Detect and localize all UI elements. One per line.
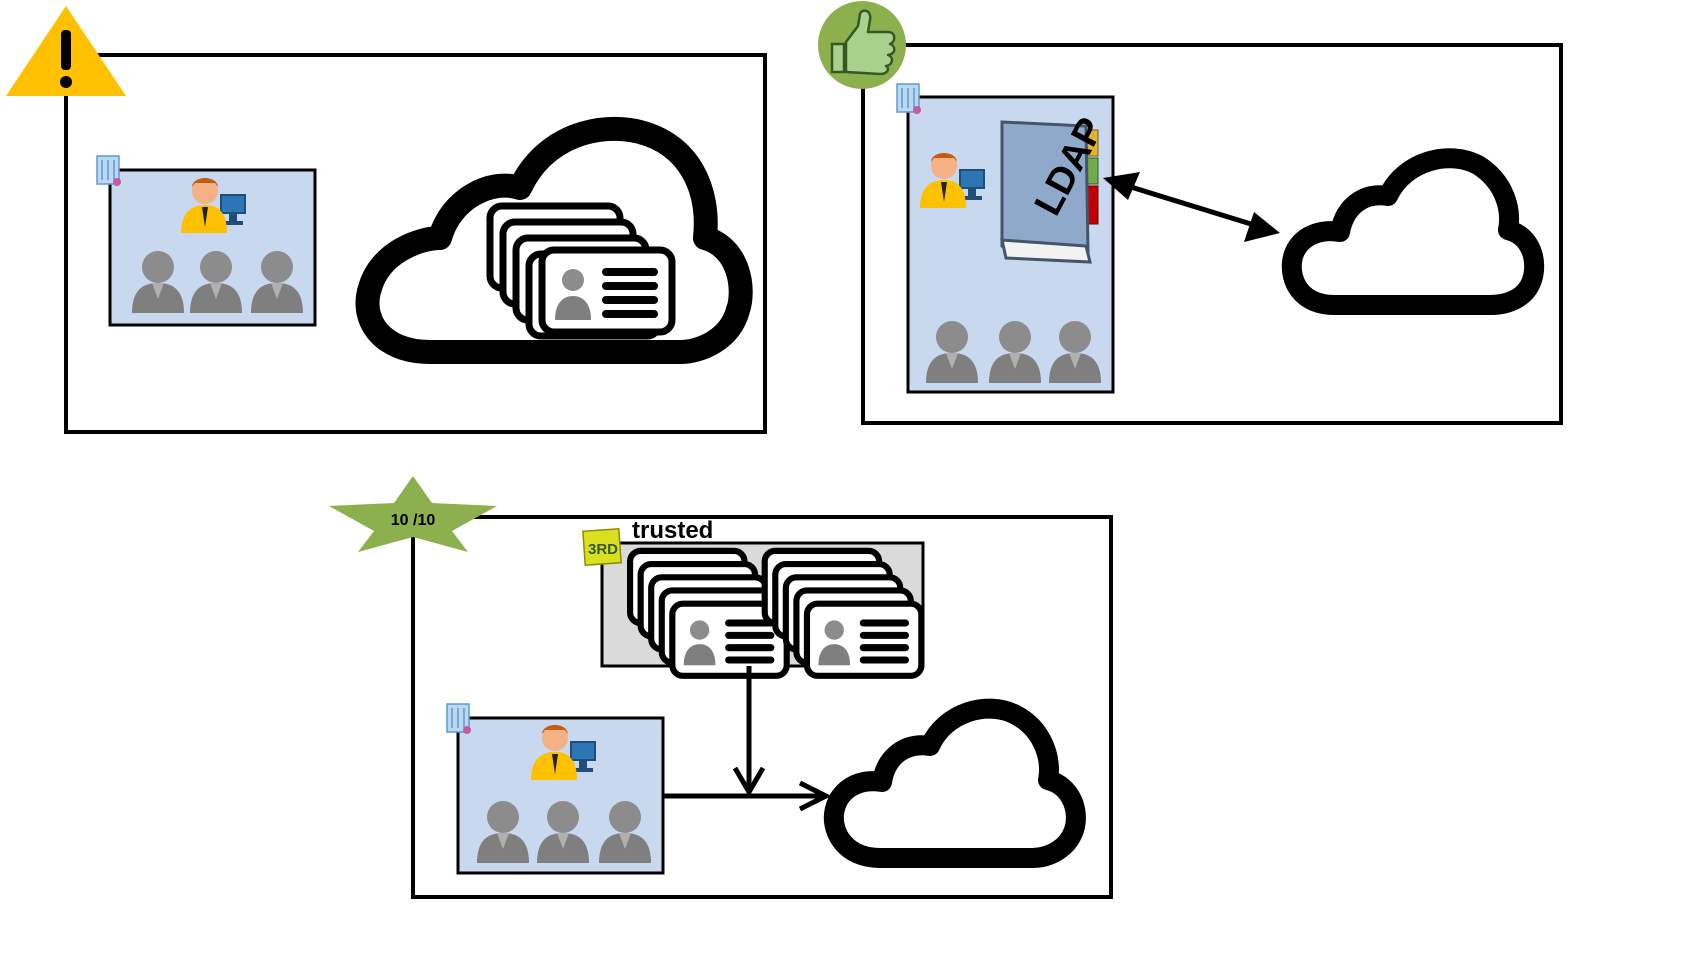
id-card-icon — [542, 250, 672, 332]
sync-arrow — [1103, 172, 1280, 242]
trusted-label: trusted — [632, 517, 713, 544]
cloud-icon — [1281, 148, 1545, 315]
svg-text:3RD: 3RD — [588, 541, 618, 558]
thumbs-up-icon — [818, 1, 906, 89]
rating-label: 10 /10 — [391, 512, 436, 529]
building-icon — [96, 155, 122, 187]
third-party-note-icon: 3RD — [582, 527, 622, 567]
warning-icon — [6, 6, 126, 96]
ldap-book-icon: LDAP — [1000, 111, 1113, 264]
star-badge: 10 /10 — [329, 476, 497, 552]
cloud-icon — [823, 698, 1086, 868]
building-icon — [896, 83, 922, 115]
id-card-icon — [807, 604, 921, 676]
building-icon — [446, 703, 472, 735]
flow-arrows — [663, 666, 832, 812]
